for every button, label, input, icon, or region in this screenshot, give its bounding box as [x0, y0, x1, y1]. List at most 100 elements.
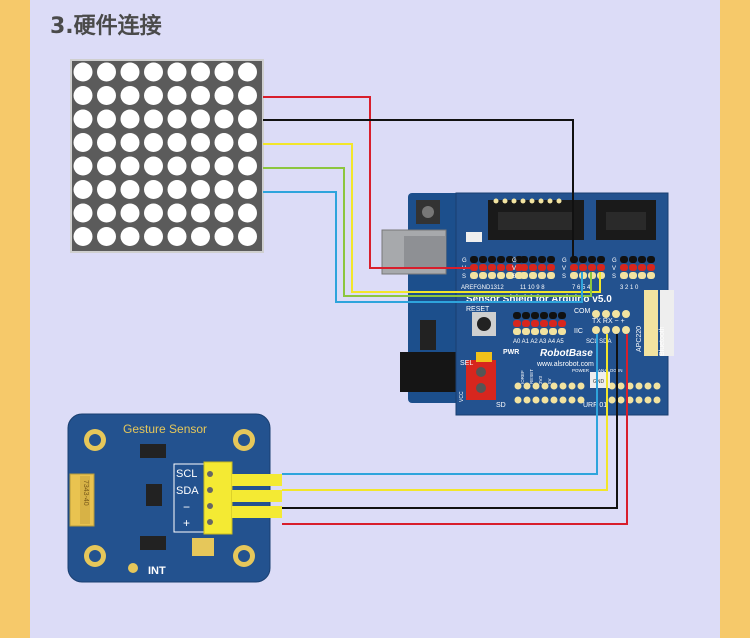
urf-pin — [626, 396, 634, 404]
com-pin — [592, 310, 600, 318]
header-pin — [506, 264, 514, 271]
led-dot — [144, 180, 163, 199]
header-pin — [479, 272, 487, 279]
wire-blue-matrix — [263, 191, 583, 303]
bottom-pin — [541, 382, 549, 390]
urf-pin — [635, 382, 643, 390]
led-dot — [144, 203, 163, 223]
bottom-pin — [514, 382, 522, 390]
shield-digital-label: 11 10 9 8 — [520, 285, 545, 291]
header-pin — [506, 256, 514, 263]
bottom-pin — [532, 382, 540, 390]
shield-pin-headers — [470, 198, 661, 404]
urf-pin — [617, 382, 625, 390]
led-dot — [120, 109, 140, 129]
led-dot — [214, 203, 234, 223]
header-pin — [497, 272, 505, 279]
header-pin — [647, 264, 655, 271]
led-dot — [191, 86, 210, 105]
header-pin — [588, 256, 596, 263]
urf-label: URF 01 — [583, 402, 607, 409]
wire-blue-scl — [282, 334, 598, 475]
header-pin — [547, 264, 555, 271]
iic-pin — [622, 326, 630, 334]
analog-label: A0 A1 A2 A3 A4 A5 — [513, 339, 564, 345]
gesture-pin-gnd: − — [183, 500, 190, 514]
header-pin — [629, 272, 637, 279]
led-dot — [214, 62, 234, 82]
header-pin — [647, 272, 655, 279]
led-dot — [191, 62, 210, 82]
led-dot — [144, 227, 163, 246]
shield-digital-label-3: 3 2 1 0 — [620, 285, 639, 291]
led-dot — [120, 156, 140, 176]
led-dot — [167, 86, 187, 105]
analog-header-pin — [558, 312, 566, 319]
reset-button[interactable] — [477, 317, 491, 331]
wire-green-matrix — [263, 167, 592, 297]
sd-pin — [532, 396, 540, 404]
com-pin — [622, 310, 630, 318]
header-pin — [620, 264, 628, 271]
header-pin — [520, 272, 528, 279]
header-pin — [647, 256, 655, 263]
header-pin — [538, 272, 546, 279]
gvs-letter: V — [612, 266, 616, 272]
sd-pin — [568, 396, 576, 404]
analog-header-pin — [513, 320, 521, 327]
led-dot — [73, 109, 93, 129]
header-pin — [547, 272, 555, 279]
sensor-shield: Sensor Shield for Arduino v5.0 AREFGND13… — [455, 192, 674, 416]
led-dot — [238, 62, 257, 82]
led-dot — [214, 227, 234, 246]
led-dot — [97, 86, 116, 105]
power-pin-label: 5V — [547, 378, 552, 384]
led-dot — [238, 227, 257, 246]
header-pin — [488, 256, 496, 263]
led-dot — [73, 86, 93, 105]
iic-pin — [612, 326, 620, 334]
bottom-pin — [577, 382, 585, 390]
header-pin — [597, 264, 605, 271]
shield-aref-label: AREFGND1312 — [461, 285, 504, 291]
led-dot — [214, 180, 234, 199]
gesture-pin-vcc: + — [183, 516, 190, 530]
analog-header-pin — [549, 328, 557, 335]
header-pin — [470, 256, 478, 263]
led-dot — [97, 133, 116, 152]
top-pin — [502, 198, 508, 204]
led-dot — [191, 133, 210, 152]
gesture-title: Gesture Sensor — [123, 422, 207, 436]
top-pin — [538, 198, 544, 204]
bluetooth-label: Bluetooth — [659, 326, 666, 356]
header-pin — [538, 264, 546, 271]
led-dot — [144, 109, 163, 129]
top-pin — [511, 198, 517, 204]
led-dot — [167, 156, 187, 176]
gvs-letter: S — [612, 274, 616, 280]
header-pin — [520, 256, 528, 263]
led-dot — [191, 203, 210, 223]
urf-pin — [617, 396, 625, 404]
analog-header-pin — [513, 328, 521, 335]
header-pin — [638, 272, 646, 279]
led-dot — [238, 109, 257, 129]
header-pin — [488, 272, 496, 279]
led-dot — [167, 180, 187, 199]
analog-header-pin — [522, 328, 530, 335]
led-dot — [238, 156, 257, 176]
header-pin — [529, 256, 537, 263]
led-dot — [120, 180, 140, 199]
wires — [263, 96, 628, 525]
wire-black-matrix — [263, 119, 574, 258]
gesture-sensor-module: 7343-40 Gesture Sensor INT SCL SDA − + — [67, 413, 282, 583]
gesture-int-label: INT — [148, 565, 166, 577]
header-pin — [506, 272, 514, 279]
urf-pin — [653, 396, 661, 404]
com-pin — [612, 310, 620, 318]
led-dot — [97, 227, 116, 246]
iic-pin — [602, 326, 610, 334]
led-dot — [73, 227, 93, 246]
analog-in-label: ANALOG IN — [598, 368, 623, 373]
top-pin — [556, 198, 562, 204]
